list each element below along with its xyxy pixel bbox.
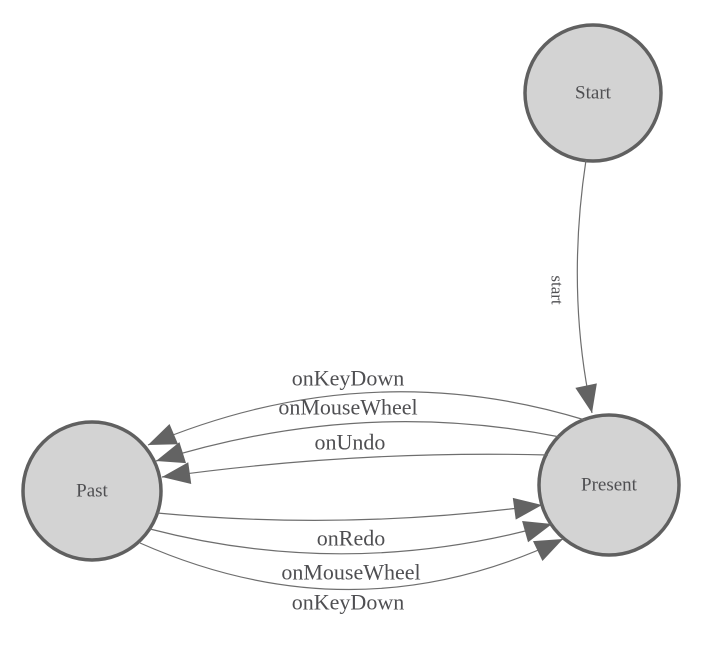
transition-past-to-present-onkeydown[interactable] xyxy=(139,538,564,591)
transition-start-to-present[interactable] xyxy=(575,159,597,414)
transition-label-present-to-past-onkeydown: onKeyDown xyxy=(292,366,404,391)
state-label-present: Present xyxy=(581,475,638,496)
state-node-past[interactable] xyxy=(21,420,163,562)
transition-label-past-to-present-onredo: onRedo xyxy=(317,526,385,551)
transition-present-to-past-onkeydown[interactable] xyxy=(147,391,586,446)
state-node-present[interactable] xyxy=(537,413,681,557)
transition-label-present-to-past-onmousewheel: onMouseWheel xyxy=(278,395,417,420)
state-node-start[interactable] xyxy=(523,23,663,163)
transition-label-present-to-past-onundo: onUndo xyxy=(315,430,386,455)
transition-past-to-present-onredo[interactable] xyxy=(156,497,543,521)
transition-label-past-to-present-onkeydown: onKeyDown xyxy=(292,590,404,615)
edges-layer: start onKeyDown onMouseWheel onUndo onRedo on… xyxy=(139,159,597,615)
state-label-start: Start xyxy=(575,83,612,104)
transition-label-past-to-present-onmousewheel: onMouseWheel xyxy=(281,560,420,585)
transition-present-to-past-onundo[interactable] xyxy=(161,453,549,485)
state-label-past: Past xyxy=(76,481,108,502)
transition-label-start-to-present: start xyxy=(548,275,567,305)
transition-past-to-present-onmousewheel[interactable] xyxy=(149,521,553,555)
transition-present-to-past-onmousewheel[interactable] xyxy=(155,421,561,464)
